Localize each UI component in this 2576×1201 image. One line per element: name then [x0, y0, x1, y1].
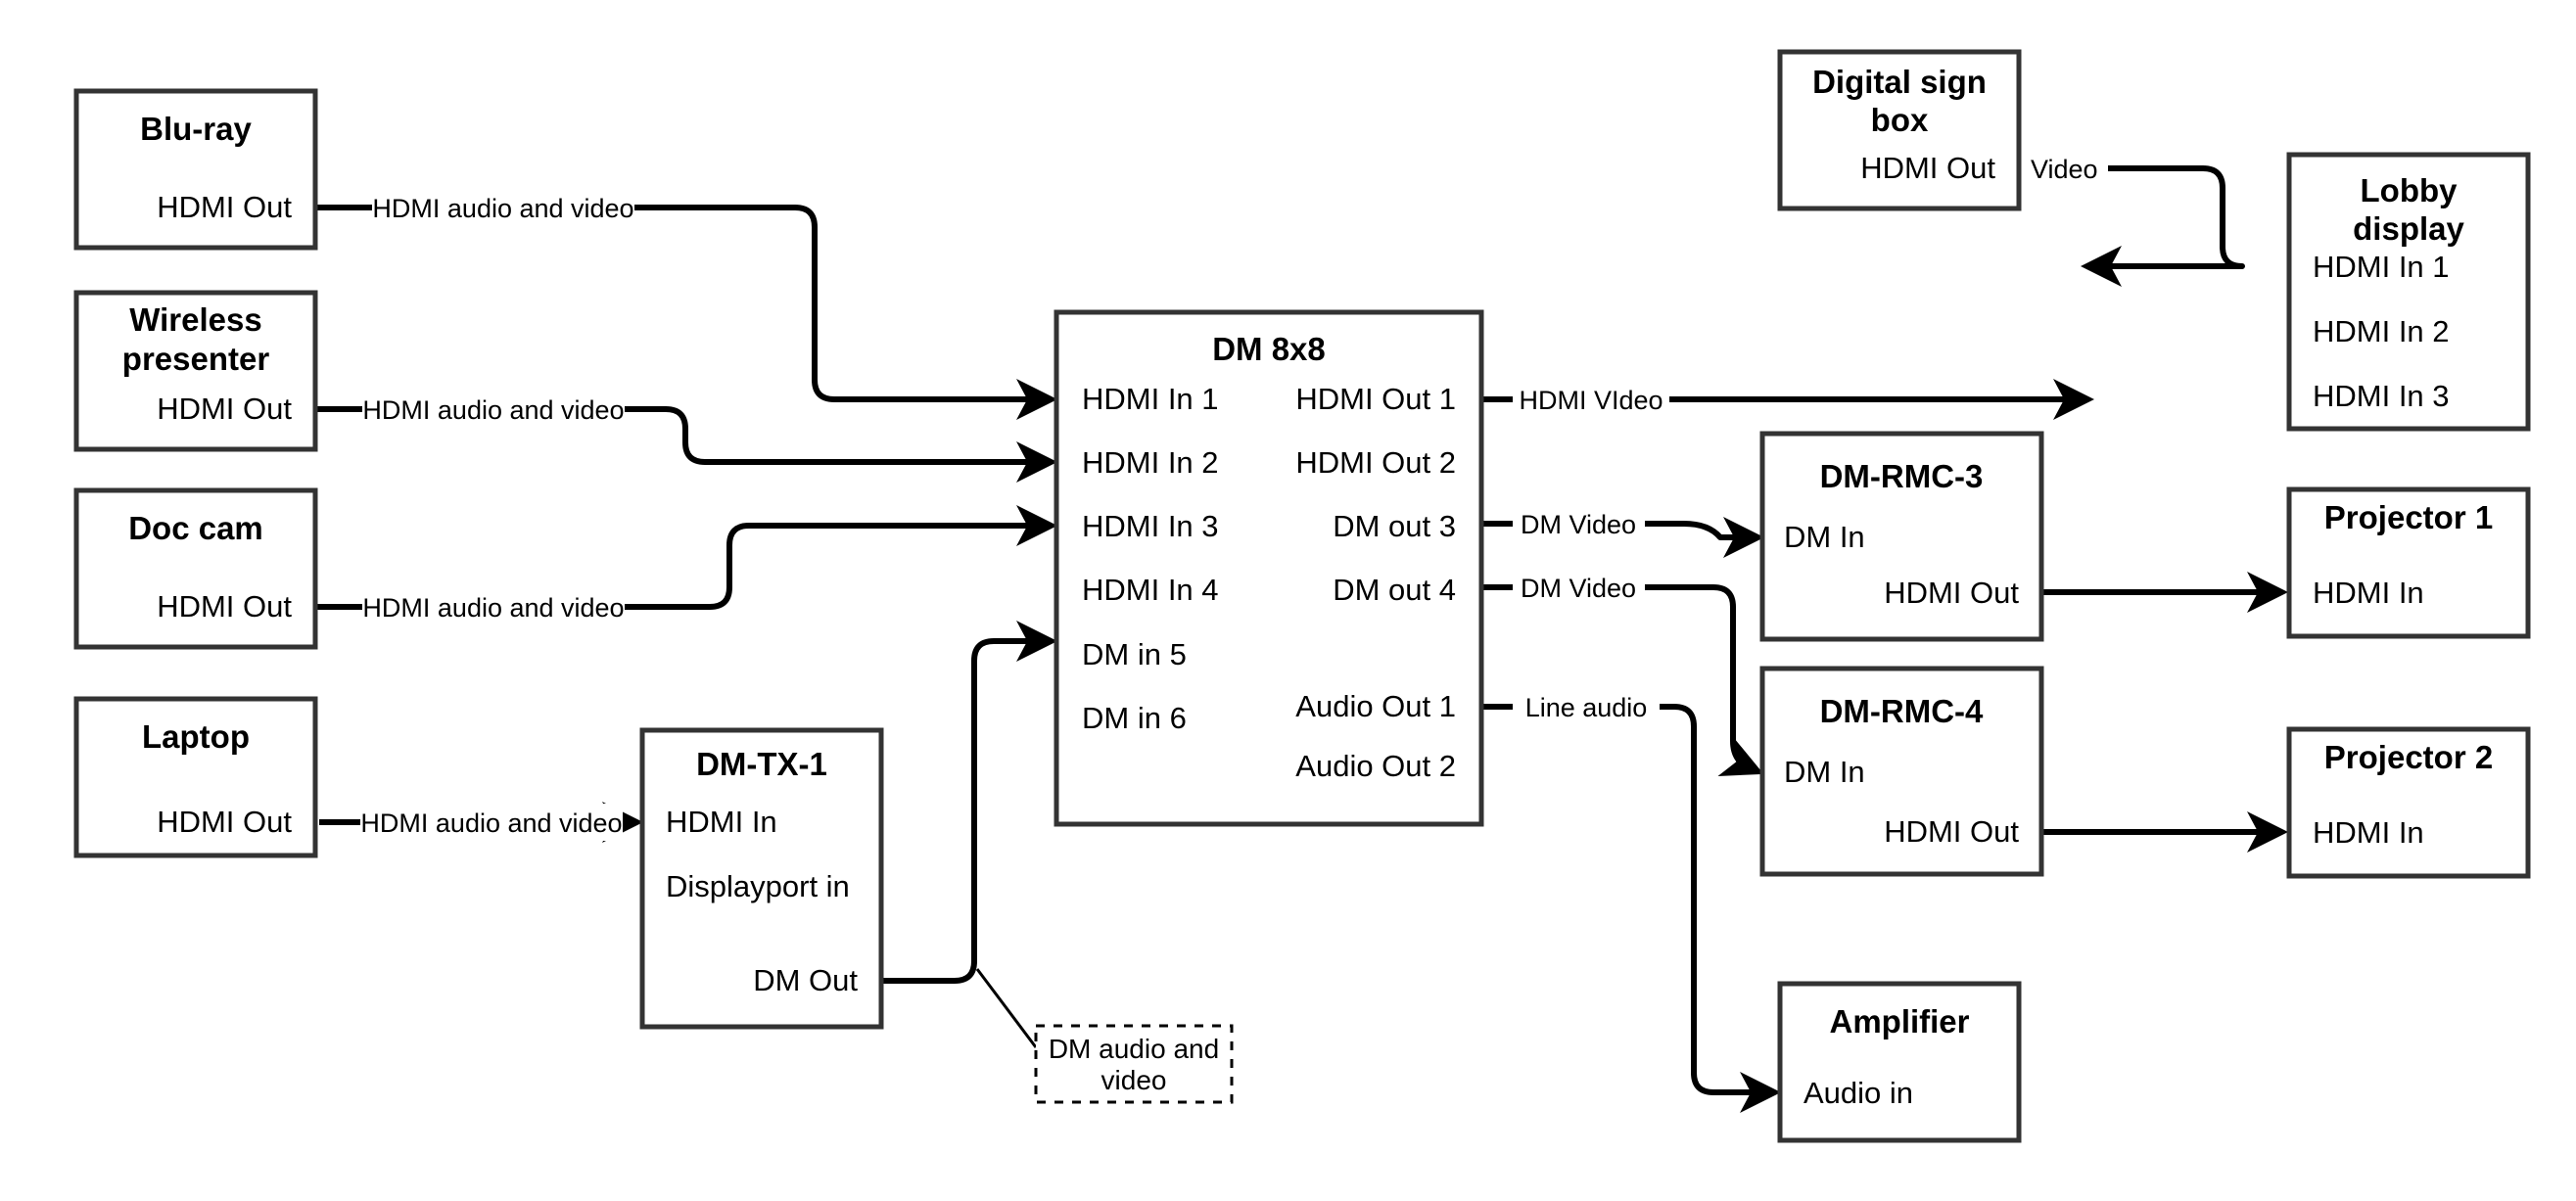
node-digital-sign-box-title-line2: box	[1871, 102, 1929, 138]
node-projector-2[interactable]: Projector 2 HDMI In	[2286, 726, 2531, 879]
port-dm8x8-audio-out-1: Audio Out 1	[1295, 689, 1456, 723]
port-dm8x8-dm-in-5: DM in 5	[1082, 637, 1187, 671]
wire-doccam-to-dm8x8	[315, 505, 1057, 610]
port-dmrmc4-hdmi-out: HDMI Out	[1884, 814, 2019, 849]
wire-label-audio-out-1: Line audio	[1525, 693, 1648, 722]
port-dmrmc3-dm-in: DM In	[1784, 520, 1865, 554]
callout-dm-audio-and-video-line1: DM audio and	[1049, 1034, 1219, 1064]
node-projector-1-title: Projector 1	[2324, 499, 2493, 535]
node-bluray[interactable]: Blu-ray HDMI Out	[73, 88, 318, 251]
node-dm-8x8-title: DM 8x8	[1212, 331, 1326, 367]
node-laptop-box[interactable]	[73, 696, 318, 858]
node-digital-sign-box[interactable]: Digital sign box HDMI Out	[1777, 49, 2022, 211]
port-dmtx1-hdmi-in: HDMI In	[666, 805, 777, 839]
wire-label-wireless: HDMI audio and video	[362, 395, 624, 425]
node-projector-1-box[interactable]	[2286, 486, 2531, 639]
port-digitalsign-hdmi-out: HDMI Out	[1860, 151, 1995, 185]
callout-dm-audio-and-video-box	[1034, 1024, 1234, 1104]
node-doc-cam-box[interactable]	[73, 487, 318, 650]
node-digital-sign-box-title-line1: Digital sign	[1812, 64, 1987, 100]
wire-label-dm-out-4: DM Video	[1521, 574, 1636, 603]
node-lobby-display[interactable]: Lobby display HDMI In 1 HDMI In 2 HDMI I…	[2286, 152, 2531, 432]
node-projector-2-box[interactable]	[2286, 726, 2531, 879]
port-dmrmc4-dm-in: DM In	[1784, 755, 1865, 789]
node-dm-rmc-3-box[interactable]	[1759, 431, 2044, 642]
callout-dm-audio-and-video-line2: video	[1101, 1065, 1167, 1095]
node-amplifier-title: Amplifier	[1829, 1003, 1969, 1039]
port-doccam-hdmi-out: HDMI Out	[157, 589, 292, 624]
wire-digitalsign-to-lobby	[1921, 165, 2245, 287]
wire-dm8x8-to-dmrmc4	[1481, 584, 1764, 776]
port-lobby-hdmi-in-2: HDMI In 2	[2313, 314, 2450, 348]
port-wireless-hdmi-out: HDMI Out	[157, 392, 292, 426]
node-wireless-presenter[interactable]: Wireless presenter HDMI Out	[73, 290, 318, 452]
port-bluray-hdmi-out: HDMI Out	[157, 190, 292, 224]
node-dm-8x8-box[interactable]	[1054, 309, 1484, 827]
node-dm-rmc-4-box[interactable]	[1759, 666, 2044, 877]
port-dm8x8-hdmi-in-1: HDMI In 1	[1082, 382, 1219, 416]
port-laptop-hdmi-out: HDMI Out	[157, 805, 292, 839]
wire-label-bluray: HDMI audio and video	[372, 194, 633, 223]
port-dm8x8-dm-out-3: DM out 3	[1333, 509, 1456, 543]
node-laptop-title: Laptop	[142, 718, 250, 755]
node-laptop[interactable]: Laptop HDMI Out	[73, 696, 318, 858]
node-dm-8x8[interactable]: DM 8x8 HDMI In 1 HDMI In 2 HDMI In 3 HDM…	[1054, 309, 1484, 827]
node-lobby-display-title-line2: display	[2353, 210, 2464, 247]
port-dm8x8-hdmi-in-2: HDMI In 2	[1082, 445, 1219, 480]
node-wireless-presenter-title-line1: Wireless	[129, 301, 261, 338]
port-dmtx1-dm-out: DM Out	[753, 963, 858, 997]
node-dm-rmc-3-title: DM-RMC-3	[1820, 458, 1984, 494]
node-amplifier-box[interactable]	[1777, 981, 2022, 1143]
port-projector1-hdmi-in: HDMI In	[2313, 576, 2424, 610]
callout-leader-line	[975, 968, 1038, 1048]
node-wireless-presenter-box[interactable]	[73, 290, 318, 452]
port-dmtx1-displayport-in: Displayport in	[666, 869, 850, 903]
node-dm-tx-1[interactable]: DM-TX-1 HDMI In Displayport in DM Out	[639, 727, 884, 1030]
node-bluray-title: Blu-ray	[140, 111, 252, 147]
node-projector-1[interactable]: Projector 1 HDMI In	[2286, 486, 2531, 639]
node-lobby-display-title-line1: Lobby	[2361, 172, 2459, 208]
port-dm8x8-hdmi-out-2: HDMI Out 2	[1295, 445, 1456, 480]
node-dm-rmc-3[interactable]: DM-RMC-3 DM In HDMI Out	[1759, 431, 2044, 642]
port-lobby-hdmi-in-1: HDMI In 1	[2313, 250, 2450, 284]
wire-label-dm-out-3: DM Video	[1521, 510, 1636, 539]
port-dm8x8-hdmi-in-4: HDMI In 4	[1082, 573, 1219, 607]
node-dm-rmc-4[interactable]: DM-RMC-4 DM In HDMI Out	[1759, 666, 2044, 877]
node-doc-cam[interactable]: Doc cam HDMI Out	[73, 487, 318, 650]
node-wireless-presenter-title-line2: presenter	[122, 341, 270, 377]
node-dm-rmc-4-title: DM-RMC-4	[1820, 693, 1984, 729]
wire-wireless-to-dm8x8	[315, 406, 1057, 483]
node-lobby-display-box[interactable]	[2286, 152, 2531, 432]
node-doc-cam-title: Doc cam	[128, 510, 263, 546]
node-digital-sign-box-box[interactable]	[1777, 49, 2022, 211]
port-projector2-hdmi-in: HDMI In	[2313, 815, 2424, 850]
wire-label-hdmi-out-1: HDMI VIdeo	[1519, 386, 1663, 415]
callout-dm-audio-and-video: DM audio and video	[1034, 1024, 1234, 1104]
wire-dmtx1-to-dm8x8	[881, 621, 1057, 984]
node-projector-2-title: Projector 2	[2324, 739, 2493, 775]
wire-dm8x8-to-dmrmc3	[1481, 517, 1764, 558]
node-dm-tx-1-title: DM-TX-1	[696, 746, 827, 782]
node-amplifier[interactable]: Amplifier Audio in	[1777, 981, 2022, 1143]
port-dm8x8-dm-in-6: DM in 6	[1082, 701, 1187, 735]
wire-label-laptop: HDMI audio and video	[360, 808, 622, 838]
port-dm8x8-dm-out-4: DM out 4	[1333, 573, 1456, 607]
wire-labels: HDMI audio and video HDMI audio and vide…	[360, 150, 2108, 841]
wire-bluray-to-dm8x8	[315, 205, 1057, 420]
port-dm8x8-audio-out-2: Audio Out 2	[1295, 749, 1456, 783]
port-amplifier-audio-in: Audio in	[1803, 1076, 1913, 1110]
node-bluray-box[interactable]	[73, 88, 318, 251]
port-lobby-hdmi-in-3: HDMI In 3	[2313, 379, 2450, 413]
port-dm8x8-hdmi-in-3: HDMI In 3	[1082, 509, 1219, 543]
port-dmrmc3-hdmi-out: HDMI Out	[1884, 576, 2019, 610]
wire-dm8x8-to-amplifier	[1481, 704, 1781, 1113]
node-dm-tx-1-box[interactable]	[639, 727, 884, 1030]
wire-label-doccam: HDMI audio and video	[362, 593, 624, 623]
port-dm8x8-hdmi-out-1: HDMI Out 1	[1295, 382, 1456, 416]
